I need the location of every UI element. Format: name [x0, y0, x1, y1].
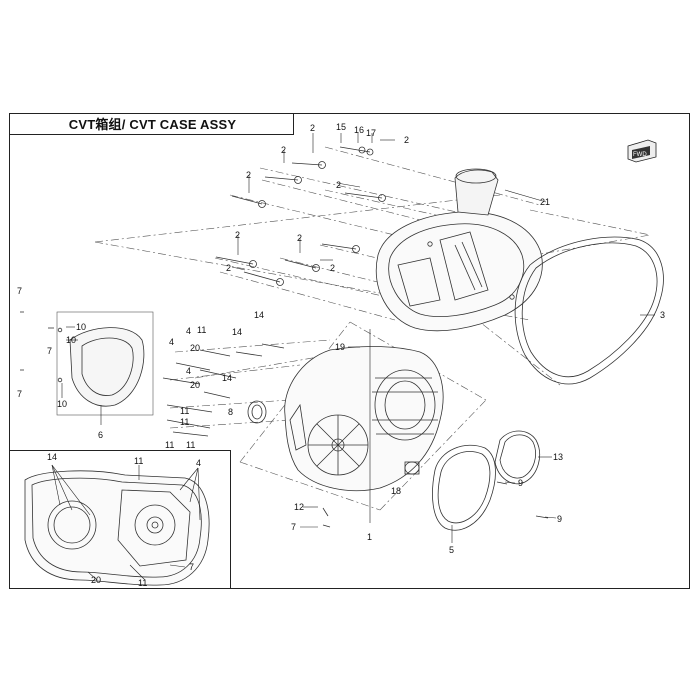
- title-box: CVT箱组/ CVT CASE ASSY: [9, 113, 294, 135]
- cvt-outer-cover: [375, 168, 543, 332]
- callout-9: 9: [557, 514, 562, 524]
- callout-7: 7: [17, 389, 22, 399]
- callout-12: 12: [294, 502, 304, 512]
- callout-2: 2: [404, 135, 409, 145]
- callout-11: 11: [186, 440, 195, 450]
- callout-14: 14: [232, 327, 242, 337]
- callout-11: 11: [134, 456, 143, 466]
- bolt-row-top: [215, 146, 386, 286]
- callout-7: 7: [189, 562, 194, 572]
- callout-4: 4: [196, 458, 201, 468]
- callout-2: 2: [330, 263, 335, 273]
- callout-19: 19: [335, 342, 345, 352]
- seal-ring-8: [247, 400, 267, 424]
- callout-10: 10: [57, 399, 67, 409]
- callout-11: 11: [197, 325, 206, 335]
- diagram-title: CVT箱组/ CVT CASE ASSY: [68, 117, 237, 132]
- callout-2: 2: [297, 233, 302, 243]
- callout-13: 13: [553, 452, 563, 462]
- callout-16: 16: [354, 125, 364, 135]
- callout-11: 11: [165, 440, 174, 450]
- callout-4: 4: [169, 337, 174, 347]
- callout-2: 2: [336, 180, 341, 190]
- callout-7: 7: [17, 286, 22, 296]
- bolt-set: [20, 146, 549, 528]
- callout-20: 20: [190, 343, 200, 353]
- callout-14: 14: [254, 310, 264, 320]
- callout-3: 3: [660, 310, 665, 320]
- callout-2: 2: [246, 170, 251, 180]
- air-duct-plate-6: [56, 311, 154, 416]
- cover-plate-13: [494, 430, 540, 485]
- cvt-inner-case: [284, 346, 444, 492]
- callout-2: 2: [226, 263, 231, 273]
- callout-2: 2: [281, 145, 286, 155]
- callout-8: 8: [228, 407, 233, 417]
- inset-assembled-view: [24, 470, 210, 586]
- callout-1: 1: [367, 532, 372, 542]
- callout-4: 4: [186, 366, 191, 376]
- svg-text:FWD: FWD: [633, 152, 647, 158]
- callout-7: 7: [47, 346, 52, 356]
- bolt-small-right: [322, 346, 549, 528]
- callout-leaders: [51, 133, 655, 581]
- fwd-arrow-icon: FWD: [627, 139, 657, 163]
- callout-18: 18: [391, 486, 401, 496]
- callout-21: 21: [540, 197, 550, 207]
- callout-9: 9: [518, 478, 523, 488]
- callout-2: 2: [235, 230, 240, 240]
- callout-2: 2: [310, 123, 315, 133]
- callout-14: 14: [222, 373, 232, 383]
- bolt-row-left: [20, 311, 285, 437]
- callout-5: 5: [449, 545, 454, 555]
- callout-15: 15: [336, 122, 346, 132]
- callout-10: 10: [66, 335, 76, 345]
- callout-7: 7: [291, 522, 296, 532]
- callout-4: 4: [186, 326, 191, 336]
- gasket-3: [514, 236, 664, 385]
- callout-6: 6: [98, 430, 103, 440]
- callout-11: 11: [180, 417, 189, 427]
- bearing-18: [404, 461, 420, 475]
- callout-labels: 1 2 2 2 2 2 2 2 2 2 3 4 4 4 4 5 6 7 7 7 …: [17, 122, 665, 588]
- callout-20: 20: [190, 380, 200, 390]
- callout-14: 14: [47, 452, 57, 462]
- cover-gasket-5: [432, 444, 496, 531]
- callout-10: 10: [76, 322, 86, 332]
- callout-20: 20: [91, 575, 101, 585]
- callout-11: 11: [180, 406, 189, 416]
- callout-17: 17: [366, 128, 376, 138]
- callout-11: 11: [138, 578, 147, 588]
